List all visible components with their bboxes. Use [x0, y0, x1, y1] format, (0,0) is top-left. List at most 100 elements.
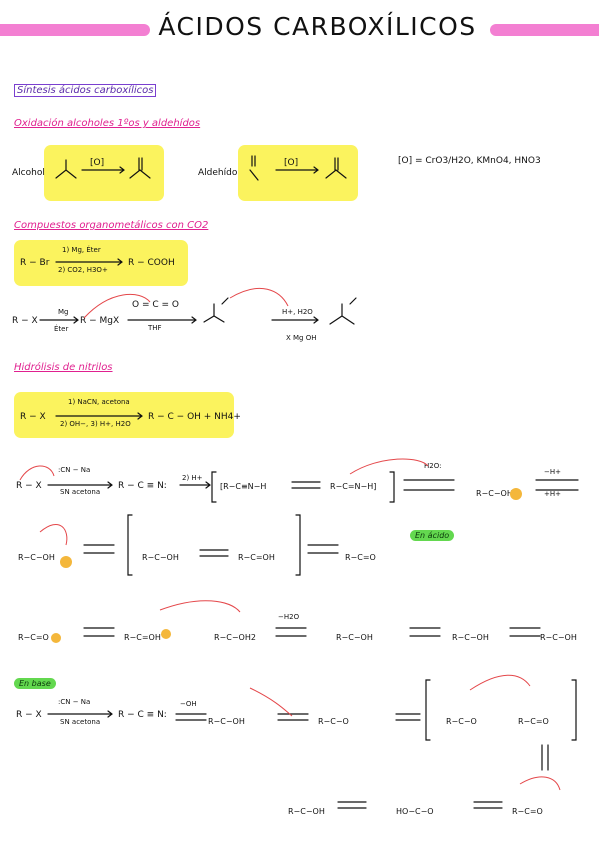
base-cn-reagent: :CN − Na — [58, 698, 91, 706]
acid-final: R−C−OH — [540, 633, 577, 642]
nitrile-step2: 2) OH−, 3) H+, H2O — [60, 420, 131, 428]
acid-tag: En ácido — [410, 530, 455, 541]
om-grignard: R − MgX — [80, 316, 120, 326]
acid-skeleton-2 — [325, 157, 347, 179]
curved-arrow-5 — [39, 524, 68, 546]
om-mg: Mg — [58, 308, 69, 316]
aldehyde-skeleton — [249, 155, 259, 181]
acid-protonated: R−C−OH — [452, 633, 489, 642]
aldehyde-ox-label: [O] — [284, 158, 299, 168]
mech-eq-7 — [409, 627, 441, 637]
mech-plus-h: +H+ — [544, 490, 561, 498]
base-eq-2 — [277, 713, 309, 721]
nitrile-highlight — [14, 392, 234, 438]
curved-arrow-6 — [159, 600, 241, 613]
bracket-open-1 — [211, 471, 217, 503]
mech-arrow-1 — [47, 481, 113, 489]
base-oh: −OH — [180, 700, 197, 708]
om-acid-product — [329, 297, 357, 325]
base-eq-1 — [175, 713, 207, 721]
base-rx: R − X — [16, 710, 42, 720]
bracket-open-3 — [425, 679, 431, 741]
curved-arrow-2 — [83, 293, 151, 319]
highlight-dot-4 — [161, 629, 171, 639]
mech-sn: SN acetona — [60, 488, 101, 496]
om-reactant: R − Br — [20, 258, 50, 268]
aldehyde-label: Aldehído — [198, 168, 238, 178]
mech-eq-4 — [307, 544, 339, 554]
mech-eq-2 — [535, 479, 579, 491]
mech-eq-8 — [509, 627, 541, 637]
oxidation-heading: Oxidación alcoholes 1ºos y aldehídos — [14, 118, 201, 129]
mech-eq-6 — [275, 627, 307, 637]
iminium-1: [R−C≡N−H — [220, 482, 266, 491]
om-step1: 1) Mg, Éter — [62, 246, 101, 254]
curved-arrow-9 — [519, 776, 561, 791]
om-product: R − COOH — [128, 258, 175, 268]
curved-arrow-7 — [249, 687, 293, 717]
nitrile-heading: Hidrólisis de nitrilos — [14, 362, 113, 373]
mech-minus-h: −H+ — [544, 468, 561, 476]
base-acid: R−C−OH — [288, 807, 325, 816]
alcohol-ox-label: [O] — [90, 158, 105, 168]
base-eq-3 — [395, 713, 421, 721]
om-thf: THF — [148, 324, 162, 332]
tetrahedral-2: R−C−OH — [336, 633, 373, 642]
om-byproduct: X Mg OH — [286, 334, 317, 342]
highlight-dot-2 — [60, 556, 72, 568]
bracket-open-2 — [127, 514, 133, 576]
isopropanol-skeleton — [55, 159, 77, 179]
base-eq-5 — [473, 801, 503, 809]
amide-res-1: R−C−OH — [142, 553, 179, 562]
title-decoration-right — [490, 24, 599, 36]
bracket-close-2 — [295, 514, 301, 576]
page-title: ÁCIDOS CARBOXÍLICOS — [158, 12, 477, 41]
mech-rx: R − X — [16, 481, 42, 491]
carboxylate-skeleton — [203, 297, 229, 323]
base-eq-4 — [337, 801, 367, 809]
mech-h-plus: 2) H+ — [182, 474, 203, 482]
mech-water: H2O: — [424, 462, 442, 470]
curved-arrow-4 — [349, 458, 429, 475]
imidic-acid: R−C−OH — [18, 553, 55, 562]
mech-cn-reagent: :CN − Na — [58, 466, 91, 474]
organometallic-highlight — [14, 240, 188, 286]
base-amide-res: R−C−O — [446, 717, 477, 726]
resonance-eq-1 — [291, 481, 321, 489]
iminium-2: R−C=N−H] — [330, 482, 376, 491]
alcohol-ox-arrow — [81, 166, 125, 174]
mech-minus-water: −H2O — [278, 613, 300, 621]
om-mg-arrow — [39, 316, 79, 324]
base-tag: En base — [14, 678, 56, 689]
base-arrow-1 — [47, 710, 113, 718]
nitrile-reactant: R − X — [20, 412, 46, 422]
amide-res-2: R−C=OH — [238, 553, 275, 562]
curved-arrow-8 — [469, 674, 531, 691]
nitrile-product: R − C − OH + NH4+ — [148, 412, 241, 422]
om-co2: O = C = O — [132, 300, 179, 310]
mech-eq-5 — [83, 627, 115, 637]
om-mech-start: R − X — [12, 316, 38, 326]
resonance-eq-2 — [199, 549, 229, 557]
aldehyde-ox-arrow — [275, 166, 319, 174]
highlight-dot-1 — [510, 488, 522, 500]
mech-eq-3 — [83, 544, 115, 554]
synthesis-box: Síntesis ácidos carboxílicos — [14, 84, 157, 97]
mech-eq-1 — [403, 479, 455, 491]
highlight-dot-3 — [51, 633, 61, 643]
base-tetrahedral: HO−C−O — [396, 807, 434, 816]
om-step2: 2) CO2, H3O+ — [58, 266, 108, 274]
protonated-amide: R−C=OH — [124, 633, 161, 642]
title-decoration-left — [0, 24, 150, 36]
bracket-close-3 — [571, 679, 577, 741]
om-co2-arrow — [127, 316, 197, 324]
om-ether: Éter — [54, 325, 69, 333]
tetrahedral-1: R−C−OH2 — [214, 633, 256, 642]
imidic-intermediate: R−C−OH2 — [476, 489, 518, 498]
base-eq-vertical — [541, 744, 549, 771]
amide: R−C=O — [345, 553, 376, 562]
base-amide: R−C=O — [518, 717, 549, 726]
bracket-close-1 — [389, 471, 395, 503]
om-summary-arrow — [55, 258, 123, 266]
amide-2: R−C=O — [18, 633, 49, 642]
